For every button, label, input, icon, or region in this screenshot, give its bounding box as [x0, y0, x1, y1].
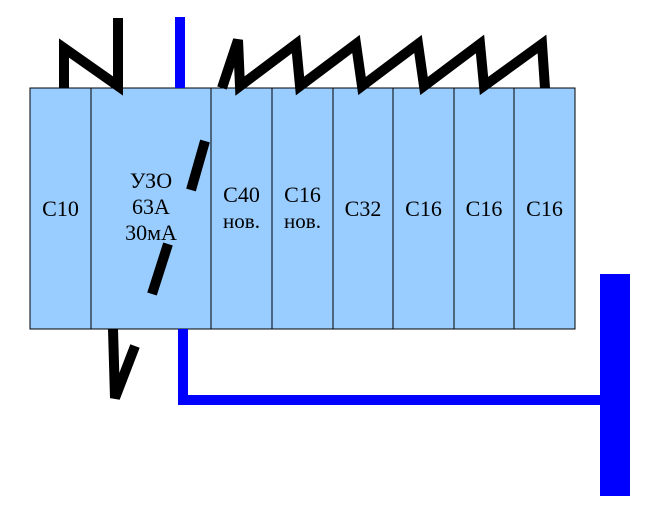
module-panel: [29, 87, 576, 330]
label-line: УЗО: [129, 168, 173, 193]
label-c40: C40 нов.: [211, 182, 272, 234]
neutral-output-wire: [178, 329, 601, 405]
rcd-lever-marks: [147, 139, 210, 296]
label-line: C16: [284, 182, 321, 207]
neutral-wiring: [175, 17, 601, 405]
module-c16a: [271, 87, 334, 330]
label-c16c: C16: [454, 196, 514, 222]
label-c32: C32: [333, 196, 393, 222]
label-line: нов.: [284, 209, 321, 233]
label-c16d: C16: [514, 196, 575, 222]
phase-comb-busbar: [217, 34, 550, 96]
label-line: 63А: [132, 194, 170, 219]
rcd-lever-lower: [147, 242, 173, 296]
rcd-lever-upper: [186, 139, 210, 192]
label-c16b: C16: [393, 196, 454, 222]
module-c32: [332, 87, 394, 330]
module-c16b: [392, 87, 455, 330]
ground-bar: [600, 274, 630, 496]
module-c10: [29, 87, 92, 330]
label-c10: C10: [30, 196, 91, 222]
label-line: C10: [42, 196, 79, 221]
label-line: C40: [223, 182, 260, 207]
label-line: 30мА: [125, 220, 177, 245]
phase-output-wire: [108, 328, 140, 400]
phase-jumper-c10-rcd: [59, 18, 123, 96]
phase-wiring: [59, 18, 550, 400]
label-line: C16: [526, 196, 563, 221]
label-line: C16: [405, 196, 442, 221]
module-c16d: [513, 87, 576, 330]
module-c16c: [453, 87, 515, 330]
label-c16a: C16 нов.: [272, 182, 333, 234]
label-line: C32: [344, 196, 382, 221]
label-line: C16: [465, 196, 503, 221]
label-rcd: УЗО 63А 30мА: [91, 168, 211, 246]
label-line: нов.: [223, 209, 260, 233]
